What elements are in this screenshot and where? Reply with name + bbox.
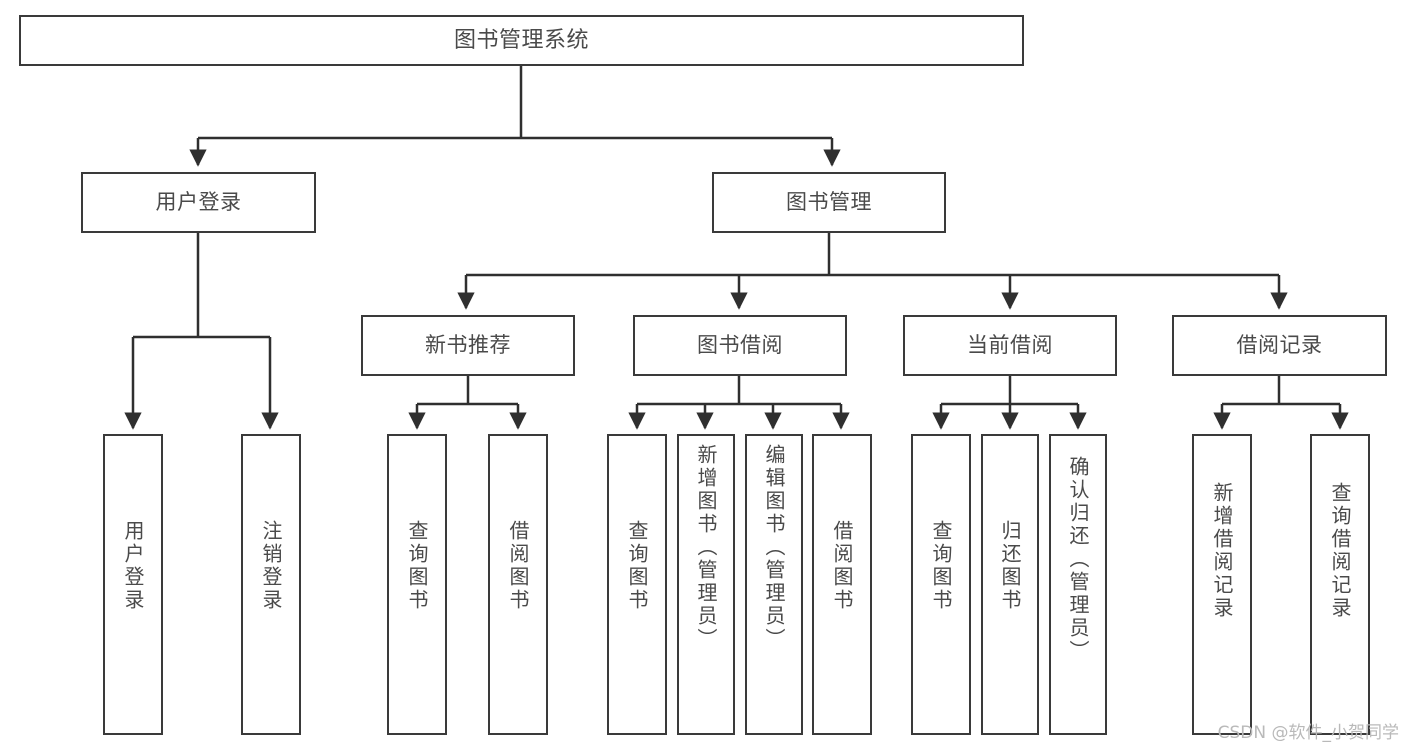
node-label: 新书推荐	[425, 333, 511, 357]
leaf-return-book[interactable]: 归还图书	[981, 434, 1039, 735]
node-root-library-system[interactable]: 图书管理系统	[19, 15, 1024, 66]
node-label: 新增图书（管理员）	[694, 444, 718, 651]
node-label: 用户登录	[155, 190, 242, 214]
node-label: 当前借阅	[967, 333, 1053, 357]
node-borrow-record[interactable]: 借阅记录	[1172, 315, 1387, 376]
node-label: 归还图书	[998, 520, 1022, 612]
node-label: 借阅图书	[506, 520, 530, 612]
leaf-query-book-borrow[interactable]: 查询图书	[607, 434, 667, 735]
node-user-login[interactable]: 用户登录	[81, 172, 316, 233]
leaf-add-book-admin[interactable]: 新增图书（管理员）	[677, 434, 735, 735]
csdn-watermark: CSDN @软件_小贺同学	[1217, 723, 1399, 743]
node-book-borrow[interactable]: 图书借阅	[633, 315, 847, 376]
node-label: 查询借阅记录	[1328, 482, 1352, 620]
leaf-add-borrow-record[interactable]: 新增借阅记录	[1192, 434, 1252, 735]
node-label: 图书管理系统	[453, 27, 589, 53]
node-label: 编辑图书（管理员）	[762, 444, 786, 651]
leaf-query-book-current[interactable]: 查询图书	[911, 434, 971, 735]
node-label: 借阅记录	[1236, 333, 1323, 357]
node-current-borrow[interactable]: 当前借阅	[903, 315, 1117, 376]
leaf-query-book-recommend[interactable]: 查询图书	[387, 434, 447, 735]
node-label: 查询图书	[929, 520, 953, 612]
node-label: 确认归还（管理员）	[1066, 456, 1090, 663]
node-label: 借阅图书	[830, 520, 854, 612]
node-label: 图书管理	[786, 190, 872, 214]
node-label: 图书借阅	[697, 333, 783, 357]
leaf-query-borrow-record[interactable]: 查询借阅记录	[1310, 434, 1370, 735]
leaf-borrow-book[interactable]: 借阅图书	[812, 434, 872, 735]
node-label: 查询图书	[625, 520, 649, 612]
leaf-logout[interactable]: 注销登录	[241, 434, 301, 735]
node-label: 查询图书	[405, 520, 429, 612]
node-label: 注销登录	[259, 520, 283, 612]
leaf-confirm-return-admin[interactable]: 确认归还（管理员）	[1049, 434, 1107, 735]
leaf-edit-book-admin[interactable]: 编辑图书（管理员）	[745, 434, 803, 735]
leaf-user-login[interactable]: 用户登录	[103, 434, 163, 735]
node-book-management[interactable]: 图书管理	[712, 172, 946, 233]
node-label: 用户登录	[121, 520, 145, 612]
node-new-book-recommend[interactable]: 新书推荐	[361, 315, 575, 376]
leaf-borrow-book-recommend[interactable]: 借阅图书	[488, 434, 548, 735]
node-label: 新增借阅记录	[1210, 482, 1234, 620]
